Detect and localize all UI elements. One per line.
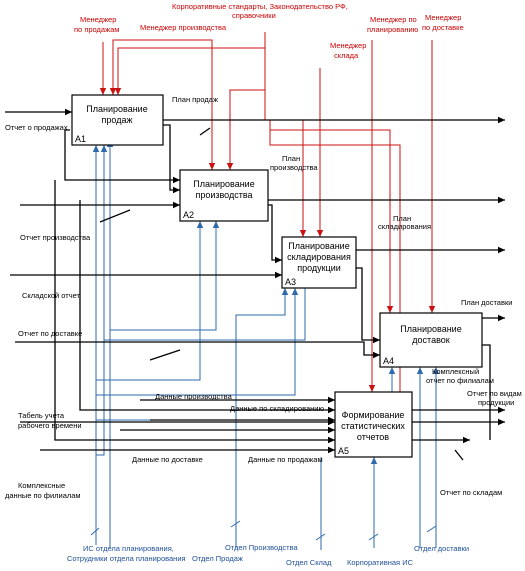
label-delivery-plan: План доставки [461, 298, 512, 307]
svg-text:Планирование: Планирование [400, 324, 461, 334]
svg-text:продаж: продаж [102, 115, 133, 125]
svg-text:доставок: доставок [412, 335, 449, 345]
svg-text:отчет по филиалам: отчет по филиалам [426, 376, 494, 385]
flow-arrows [5, 108, 505, 461]
svg-text:по доставке: по доставке [422, 23, 464, 32]
svg-text:рабочего времени: рабочего времени [18, 421, 82, 430]
svg-text:складирования: складирования [378, 222, 431, 231]
svg-text:Планирование: Планирование [86, 104, 147, 114]
svg-text:Планирование: Планирование [193, 179, 254, 189]
label-production-dept: Отдел Производства [225, 543, 299, 552]
process-block-a2[interactable]: Планирование производства A2 [179, 169, 269, 222]
label-sales-data: Данные по продажам [248, 455, 323, 464]
svg-text:A3: A3 [285, 277, 296, 287]
process-block-a4[interactable]: Планирование доставок A4 [379, 312, 483, 368]
label-production-report: Отчет производства [20, 233, 91, 242]
label-warehouse-data: Данные по складированию [230, 404, 324, 413]
label-sales-report: Отчет о продажах [5, 123, 68, 132]
label-delivery-data: Данные по доставке [132, 455, 203, 464]
svg-text:производства: производства [270, 163, 318, 172]
process-block-a3[interactable]: Планирование складирования продукции A3 [281, 236, 357, 289]
label-product-type-report: Отчет по видам [467, 389, 522, 398]
label-delivery-dept: Отдел доставки [414, 544, 469, 553]
svg-text:склада: склада [334, 51, 359, 60]
svg-text:планированию: планированию [367, 25, 419, 34]
svg-text:A2: A2 [183, 210, 194, 220]
label-complex-branch-data: Комплексные [18, 481, 65, 490]
svg-text:Планирование: Планирование [288, 241, 349, 251]
label-warehouse-out-report: Отчет по складам [440, 488, 502, 497]
label-planning-manager: Менеджер по [370, 15, 417, 24]
process-block-a5[interactable]: Формирование статистических отчетов A5 [334, 391, 413, 458]
svg-text:статистических: статистических [341, 421, 405, 431]
label-planning-dept: ИС отдела планирования, [83, 544, 174, 553]
svg-text:продукции: продукции [297, 263, 341, 273]
flow-labels: Отчет о продажах План продаж План произв… [5, 95, 522, 500]
control-labels: Менеджер по продажам Менеджер производст… [74, 2, 464, 60]
svg-text:отчетов: отчетов [357, 432, 389, 442]
label-sales-dept: Отдел Продаж [192, 554, 243, 563]
svg-text:справочники: справочники [232, 11, 276, 20]
label-delivery-report: Отчет по доставке [18, 329, 82, 338]
label-production-plan: План [282, 154, 300, 163]
svg-text:Формирование: Формирование [342, 410, 405, 420]
mechanism-labels: ИС отдела планирования, Сотрудники отдел… [67, 543, 469, 567]
label-sales-plan: План продаж [172, 95, 218, 104]
label-sales-manager: Менеджер [80, 15, 116, 24]
label-production-data: Данные производства [155, 392, 233, 401]
control-arrows [99, 32, 436, 392]
svg-text:продукции: продукции [478, 398, 514, 407]
label-warehouse-plan: План [393, 214, 411, 223]
label-corporate-is: Корпоративная ИС [347, 558, 414, 567]
svg-text:A1: A1 [75, 134, 86, 144]
svg-text:Сотрудники отдела планирования: Сотрудники отдела планирования [67, 554, 186, 563]
label-warehouse-dept: Отдел Склад [286, 558, 332, 567]
svg-text:складирования: складирования [287, 252, 351, 262]
label-timesheet: Табель учета [18, 411, 65, 420]
label-standards: Корпоративные стандарты, Законодательств… [172, 2, 348, 11]
svg-text:A5: A5 [338, 446, 349, 456]
label-delivery-manager: Менеджер [425, 13, 461, 22]
svg-text:производства: производства [195, 190, 252, 200]
label-warehouse-report: Складской отчет [22, 291, 81, 300]
svg-text:данные по филиалам: данные по филиалам [5, 491, 81, 500]
svg-text:A4: A4 [383, 356, 394, 366]
label-production-manager: Менеджер производства [140, 23, 227, 32]
label-complex-branch-report: Комплексный [432, 367, 479, 376]
svg-text:по продажам: по продажам [74, 25, 119, 34]
process-block-a1[interactable]: Планирование продаж A1 [71, 94, 164, 146]
label-warehouse-manager: Менеджер [330, 41, 366, 50]
